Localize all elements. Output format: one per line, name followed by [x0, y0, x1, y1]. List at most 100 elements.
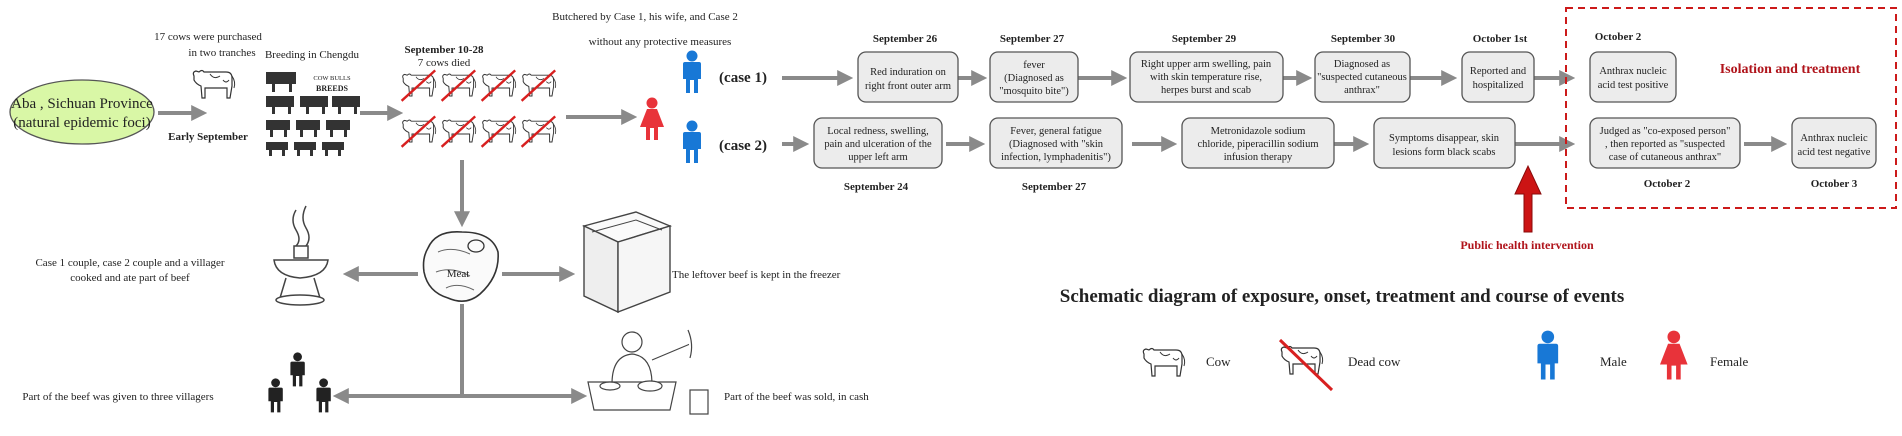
svg-text:Anthrax nucleic: Anthrax nucleic	[1800, 133, 1868, 144]
breeding-label: Breeding in Chengdu	[265, 49, 360, 61]
legend-female-label: Female	[1710, 354, 1748, 369]
svg-text:Reported and: Reported and	[1470, 66, 1527, 77]
svg-text:October 2: October 2	[1595, 31, 1642, 43]
svg-text:infection, lymphadenitis"): infection, lymphadenitis")	[1001, 152, 1111, 163]
svg-text:Red induration on: Red induration on	[870, 67, 947, 78]
svg-text:September 30: September 30	[1331, 33, 1396, 45]
meat-label: Meat	[447, 268, 470, 280]
case1-step-6: October 2 Anthrax nucleic acid test posi…	[1589, 31, 1677, 103]
isolation-label: Isolation and treatment	[1720, 62, 1861, 77]
legend-male-label: Male	[1600, 354, 1627, 369]
svg-text:Fever, general fatigue: Fever, general fatigue	[1010, 126, 1102, 137]
case1-step-4: September 30 Diagnosed as "suspected cut…	[1314, 33, 1411, 103]
svg-text:September 24: September 24	[844, 181, 909, 193]
svg-text:, then reported as "suspected: , then reported as "suspected	[1605, 139, 1726, 150]
svg-text:lesions form black scabs: lesions form black scabs	[1393, 147, 1496, 158]
svg-text:anthrax": anthrax"	[1344, 85, 1380, 96]
purchase-line2: in two tranches	[188, 47, 255, 59]
case2-step-4: Symptoms disappear, skin lesions form bl…	[1373, 117, 1516, 169]
svg-text:infusion therapy: infusion therapy	[1224, 152, 1293, 163]
butchered-line2: without any protective measures	[589, 36, 732, 48]
svg-text:Diagnosed as: Diagnosed as	[1334, 59, 1390, 70]
svg-text:with skin temperature rise,: with skin temperature rise,	[1150, 72, 1262, 83]
svg-text:(Diagnosed with "skin: (Diagnosed with "skin	[1009, 139, 1104, 150]
meat-seller-icon	[587, 329, 709, 415]
purchase-date: Early September	[168, 131, 248, 143]
svg-text:right front outer arm: right front outer arm	[865, 81, 951, 92]
svg-text:September 27: September 27	[1022, 181, 1087, 193]
purchased-cow-icon	[192, 69, 236, 99]
male-case2-icon	[683, 120, 701, 163]
svg-text:acid test negative: acid test negative	[1798, 147, 1871, 158]
given-text: Part of the beef was given to three vill…	[22, 391, 213, 403]
svg-text:Metronidazole sodium: Metronidazole sodium	[1211, 126, 1306, 137]
svg-text:pain and ulceration of the: pain and ulceration of the	[824, 139, 932, 150]
case2-step-1: Local redness, swelling, pain and ulcera…	[813, 117, 943, 193]
svg-text:October 2: October 2	[1644, 178, 1691, 190]
case2-label: (case 2)	[719, 138, 767, 154]
butchered-line1: Butchered by Case 1, his wife, and Case …	[552, 11, 738, 23]
case2-step-5: Judged as "co-exposed person" , then rep…	[1589, 117, 1741, 190]
case2-step-6: Anthrax nucleic acid test negative Octob…	[1791, 117, 1877, 190]
three-villagers-icon	[268, 352, 331, 413]
svg-text:hospitalized: hospitalized	[1473, 80, 1524, 91]
svg-text:October 3: October 3	[1811, 178, 1858, 190]
legend-male-icon	[1537, 330, 1559, 380]
case2-step-3: Metronidazole sodium chloride, piperacil…	[1181, 117, 1335, 169]
breeds-logo-bottom: BREEDS	[316, 84, 349, 93]
svg-text:(Diagnosed as: (Diagnosed as	[1004, 73, 1064, 84]
isolation-region: Isolation and treatment	[1565, 7, 1897, 209]
svg-text:chloride, piperacillin sodium: chloride, piperacillin sodium	[1197, 139, 1318, 150]
legend-dead-cow-label: Dead cow	[1348, 354, 1401, 369]
male-case1-icon	[683, 50, 701, 93]
legend-cow-icon	[1142, 347, 1186, 377]
freezer-text: The leftover beef is kept in the freezer	[672, 269, 841, 281]
source-node: Aba , Sichuan Province (natural epidemic…	[9, 79, 155, 145]
source-line1: Aba , Sichuan Province	[11, 96, 153, 112]
svg-text:September 26: September 26	[873, 33, 938, 45]
dead-cows-icon	[400, 69, 557, 148]
svg-text:herpes burst and scab: herpes burst and scab	[1161, 85, 1251, 96]
deaths-date: September 10-28	[405, 44, 484, 56]
cattle-breeds-collage-icon: COW BULLS BREEDS	[262, 70, 362, 158]
case1-step-5: October 1st Reported and hospitalized	[1461, 33, 1535, 103]
case1-step-3: September 29 Right upper arm swelling, p…	[1129, 33, 1284, 103]
sold-text: Part of the beef was sold, in cash	[724, 391, 869, 403]
deaths-text: 7 cows died	[418, 57, 471, 69]
svg-text:September 27: September 27	[1000, 33, 1065, 45]
svg-text:September 29: September 29	[1172, 33, 1237, 45]
legend: Cow Dead cow Male Female	[1142, 330, 1748, 392]
svg-text:October 1st: October 1st	[1473, 33, 1528, 45]
svg-text:upper left arm: upper left arm	[848, 152, 907, 163]
case1-label: (case 1)	[719, 70, 767, 86]
svg-text:"mosquito bite"): "mosquito bite")	[999, 86, 1069, 97]
case1-step-1: September 26 Red induration on right fro…	[857, 33, 959, 103]
female-wife-icon	[640, 97, 664, 140]
source-line2: (natural epidemic foci)	[13, 115, 150, 131]
meat-icon	[422, 231, 499, 302]
svg-text:Judged as "co-exposed person": Judged as "co-exposed person"	[1600, 126, 1731, 137]
eaten-line1: Case 1 couple, case 2 couple and a villa…	[35, 257, 224, 269]
legend-dead-cow-icon	[1278, 338, 1334, 392]
legend-cow-label: Cow	[1206, 354, 1231, 369]
diagram-title: Schematic diagram of exposure, onset, tr…	[1060, 286, 1624, 307]
intervention-label: Public health intervention	[1460, 238, 1594, 252]
svg-text:case of cutaneous anthrax": case of cutaneous anthrax"	[1609, 152, 1721, 163]
eaten-line2: cooked and ate part of beef	[70, 272, 190, 284]
intervention-arrow-icon	[1514, 164, 1542, 233]
case2-step-2: Fever, general fatigue (Diagnosed with "…	[989, 117, 1123, 193]
svg-text:Right upper arm swelling, pain: Right upper arm swelling, pain	[1141, 59, 1272, 70]
svg-text:Anthrax nucleic: Anthrax nucleic	[1599, 66, 1667, 77]
svg-text:fever: fever	[1023, 60, 1045, 71]
svg-text:Local redness, swelling,: Local redness, swelling,	[827, 126, 928, 137]
purchase-line1: 17 cows were purchased	[154, 31, 262, 43]
svg-text:acid test positive: acid test positive	[1598, 80, 1669, 91]
breeds-logo-top: COW BULLS	[313, 75, 351, 82]
case1-step-2: September 27 fever (Diagnosed as "mosqui…	[989, 33, 1079, 103]
freezer-icon	[581, 211, 673, 314]
svg-text:"suspected cutaneous: "suspected cutaneous	[1317, 72, 1407, 83]
svg-text:Symptoms disappear, skin: Symptoms disappear, skin	[1389, 133, 1500, 144]
legend-female-icon	[1660, 330, 1688, 380]
hotpot-icon	[273, 205, 329, 306]
